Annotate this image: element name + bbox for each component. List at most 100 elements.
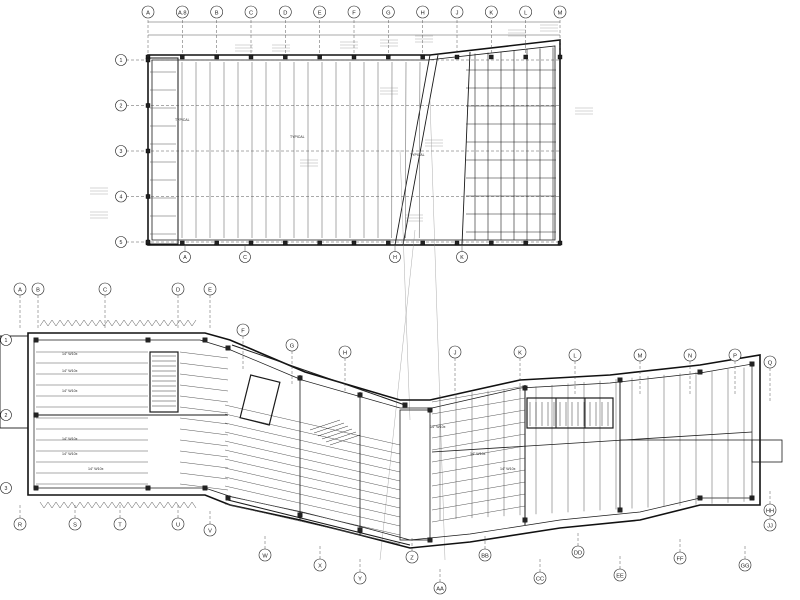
lower-top-grid-bubble: P (728, 348, 742, 362)
svg-text:F: F (352, 10, 356, 16)
upper-grid-bubble: M (553, 5, 567, 19)
upper-bottom-bubble: A (179, 251, 191, 263)
svg-text:G: G (290, 343, 294, 349)
svg-text:C: C (103, 287, 107, 293)
connecting-leaders (379, 99, 446, 561)
svg-text:2: 2 (120, 104, 123, 110)
upper-grid-bubble: E (313, 5, 326, 19)
svg-text:X: X (318, 563, 322, 569)
lower-plan-outline (27, 332, 761, 549)
stair-opening-left (149, 351, 179, 413)
upper-grid-bubble: A.8 (176, 5, 189, 19)
beam-size-label: 14" W10x (62, 369, 78, 373)
lower-bottom-grid-bubble: EE (613, 568, 627, 582)
stair-opening-mid (239, 374, 281, 426)
svg-text:5: 5 (120, 240, 123, 246)
stair-opening-right (526, 397, 614, 429)
upper-bottom-bubble: K (456, 251, 468, 263)
lower-top-grid-bubble: N (683, 348, 697, 362)
lower-side-grid-bubble: 1 (0, 334, 12, 346)
upper-side-bubble: 5 (115, 236, 127, 248)
svg-text:FF: FF (677, 556, 684, 562)
svg-text:B: B (215, 10, 219, 16)
lower-top-grid-bubble: J (448, 345, 462, 359)
svg-text:F: F (241, 328, 245, 334)
svg-text:H: H (343, 350, 347, 356)
lower-top-grid-bubble: G (285, 338, 299, 352)
svg-text:HH: HH (766, 508, 774, 514)
svg-text:1: 1 (5, 338, 8, 344)
upper-side-bubble: 1 (115, 54, 127, 66)
svg-text:H: H (421, 10, 425, 16)
svg-text:D: D (176, 287, 180, 293)
upper-grid-bubble: J (450, 5, 464, 19)
lower-top-grid-bubble: M (633, 348, 647, 362)
svg-text:W: W (262, 553, 268, 559)
svg-text:T: T (118, 522, 122, 528)
svg-text:J: J (454, 350, 457, 356)
beam-size-label: 14" W10x (470, 452, 486, 456)
svg-text:A: A (146, 10, 150, 16)
upper-side-bubble: 4 (115, 190, 127, 203)
lower-top-grid-bubble: C (98, 282, 112, 296)
svg-text:DD: DD (574, 550, 582, 556)
lower-bottom-grid-bubble: GG (738, 558, 752, 572)
svg-text:V: V (208, 528, 212, 534)
typical-note: TYPICAL (175, 118, 190, 122)
svg-text:C: C (243, 255, 247, 261)
upper-grid-bubble: B (210, 5, 223, 19)
lower-top-grid-bubble: B (31, 282, 45, 296)
beam-size-label: 14" W10x (62, 352, 78, 356)
upper-grid-bubble: D (279, 5, 292, 19)
svg-text:G: G (386, 10, 390, 16)
svg-text:2: 2 (5, 413, 8, 419)
beam-size-label: 14" W10x (88, 467, 104, 471)
lower-bottom-grid-bubble: R (13, 517, 27, 531)
lower-top-grid-bubble: Q (763, 355, 777, 369)
upper-bottom-bubble: H (389, 251, 401, 263)
lower-side-grid-bubble: 3 (0, 482, 12, 494)
svg-text:P: P (733, 353, 737, 359)
svg-text:A: A (183, 255, 187, 261)
upper-side-bubble: 3 (115, 145, 127, 157)
lower-bottom-grid-bubble: DD (571, 545, 585, 559)
svg-text:Z: Z (410, 555, 414, 561)
lower-top-grid-bubble: L (568, 348, 582, 362)
svg-text:J: J (456, 10, 459, 16)
svg-text:1: 1 (120, 58, 123, 64)
lower-top-grid-bubble: A (13, 282, 27, 296)
upper-grid-bubble: H (416, 5, 429, 19)
lower-side-grid-bubble: 2 (0, 409, 12, 421)
svg-text:N: N (688, 353, 692, 359)
lower-bottom-grid-bubble: V (203, 523, 217, 537)
svg-text:A.8: A.8 (178, 10, 187, 16)
svg-text:K: K (460, 255, 464, 261)
upper-grid-bubble: C (244, 5, 258, 19)
lower-bottom-grid-bubble: JJ (763, 518, 777, 532)
svg-text:C: C (249, 10, 253, 16)
lower-bottom-grid-bubble: BB (478, 548, 492, 562)
svg-text:K: K (489, 10, 493, 16)
upper-grid-bubble: F (347, 5, 361, 19)
beam-size-label: 14" W10x (62, 437, 78, 441)
svg-text:K: K (518, 350, 522, 356)
lower-top-grid-bubble: H (338, 345, 352, 359)
svg-text:E: E (208, 287, 212, 293)
svg-text:B: B (36, 287, 40, 293)
svg-text:JJ: JJ (767, 523, 773, 529)
lower-bottom-grid-bubble: X (313, 558, 327, 572)
upper-grid-bubble: A (141, 5, 155, 19)
svg-text:H: H (393, 255, 397, 261)
upper-grid-bubble: G (382, 5, 395, 19)
upper-grid-bubble: K (485, 5, 498, 19)
typical-note: TYPICAL (410, 153, 425, 157)
svg-text:M: M (638, 353, 643, 359)
lower-top-grid-bubble: F (236, 323, 250, 337)
lower-bottom-grid-bubble: Y (353, 571, 367, 585)
svg-text:D: D (283, 10, 287, 16)
lower-bottom-grid-bubble: T (113, 517, 127, 531)
beam-size-label: 14" W10x (430, 425, 446, 429)
svg-text:U: U (176, 522, 180, 528)
svg-text:R: R (18, 522, 22, 528)
